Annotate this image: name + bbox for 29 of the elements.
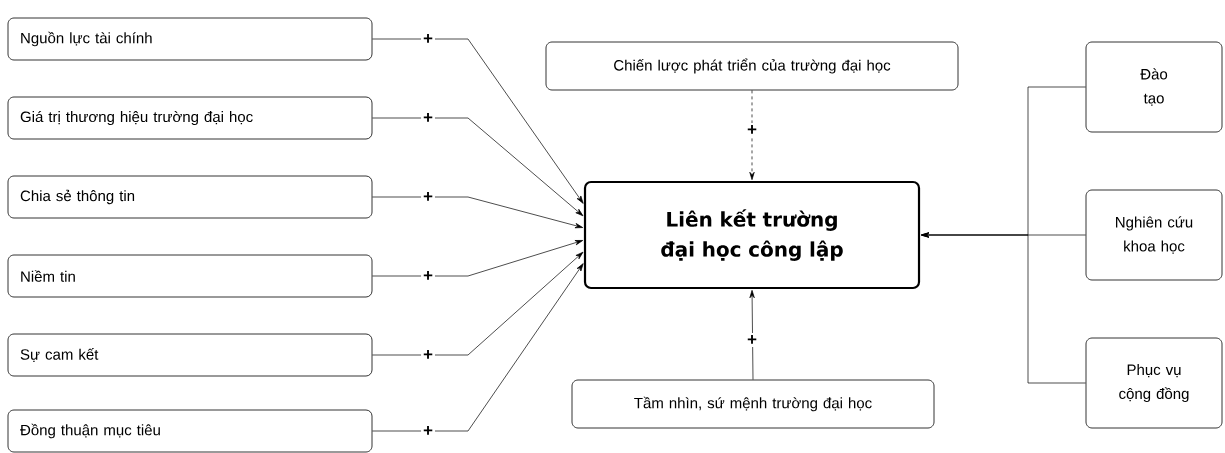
activity-box: Nghiên cứu khoa học xyxy=(1085,189,1223,281)
arrow xyxy=(749,289,755,380)
arrow xyxy=(372,251,584,356)
edge-label: + xyxy=(421,348,435,362)
factor-box: Nguồn lực tài chính xyxy=(7,17,373,61)
activity-box: Đào tạo xyxy=(1085,41,1223,133)
arrow xyxy=(372,117,584,217)
factor-box: Sự cam kết xyxy=(7,333,373,377)
factor-box: Chia sẻ thông tin xyxy=(7,175,373,219)
arrow xyxy=(372,240,584,277)
arrow xyxy=(372,263,584,432)
factor-box: Đồng thuận mục tiêu xyxy=(7,409,373,453)
edge-label: + xyxy=(421,190,435,204)
arrow xyxy=(749,90,755,181)
arrow xyxy=(921,232,1086,384)
edge-label: + xyxy=(421,424,435,438)
factor-box: Giá trị thương hiệu trường đại học xyxy=(7,96,373,140)
edge-label: + xyxy=(421,269,435,283)
edge-label: + xyxy=(745,123,759,137)
edge-label: + xyxy=(421,32,435,46)
arrow xyxy=(372,196,584,229)
factor-box: Chiến lược phát triển của trường đại học xyxy=(545,41,959,91)
edge-label: + xyxy=(745,333,759,347)
activity-box: Phục vụ cộng đồng xyxy=(1085,337,1223,429)
edge-label: + xyxy=(421,111,435,125)
arrow xyxy=(372,38,584,204)
factor-box: Niềm tin xyxy=(7,254,373,298)
main-box: Liên kết trường đại học công lập xyxy=(583,180,921,290)
factor-box: Tầm nhìn, sứ mệnh trường đại học xyxy=(571,379,935,429)
